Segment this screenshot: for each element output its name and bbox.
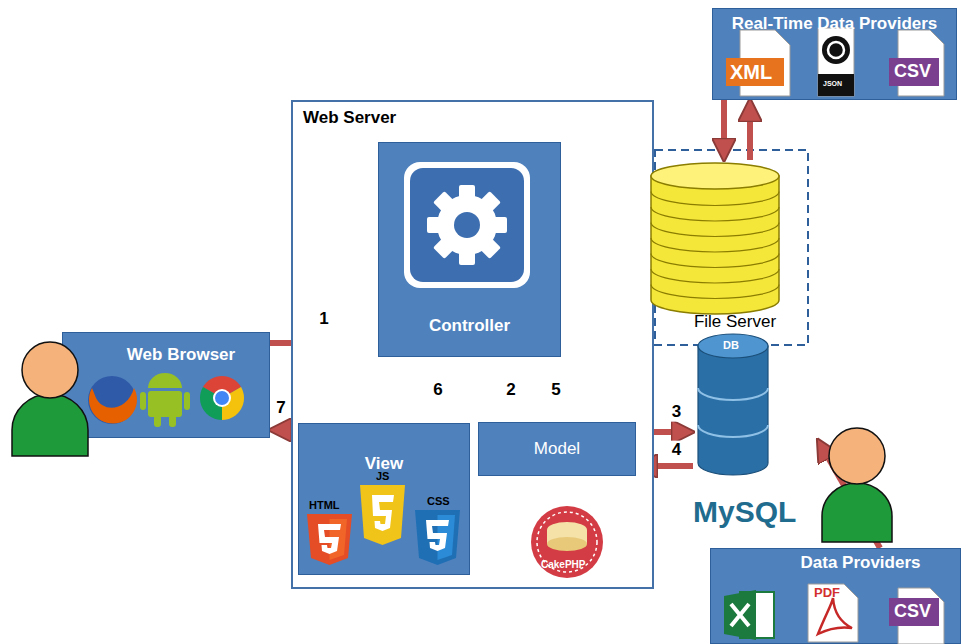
csv-file-icon	[889, 588, 944, 644]
node-title: Real-Time Data Providers	[732, 14, 938, 34]
tech-label: CSS	[427, 495, 450, 507]
excel-icon	[724, 590, 774, 640]
file-type-label: XML	[730, 61, 772, 83]
file-type-label: CSV	[894, 62, 931, 82]
callout-number: 3	[670, 403, 683, 422]
node-title: Data Providers	[801, 553, 921, 573]
flow-arrow	[721, 100, 727, 150]
database-cylinder: DB MySQL	[693, 333, 818, 533]
android-icon	[140, 373, 190, 427]
file-server-cylinder: File Server	[650, 160, 790, 338]
node-title: Controller	[429, 316, 510, 336]
flow-arrow	[747, 110, 753, 160]
tech-label: HTML	[309, 499, 340, 511]
logo-text: CakePHP	[541, 559, 585, 570]
cylinder-outline	[650, 160, 790, 338]
pdf-file-icon	[808, 584, 858, 642]
cakephp-logo	[531, 506, 603, 578]
callout-number: 7	[274, 399, 287, 418]
css3-shield	[415, 510, 460, 565]
flow-arrow	[823, 448, 880, 548]
user-figure	[12, 342, 88, 456]
callout-number: 5	[549, 380, 562, 399]
file-type-label: CSV	[894, 602, 931, 622]
js-shield	[360, 485, 405, 545]
json-icon	[818, 28, 854, 96]
firefox-icon	[88, 376, 137, 424]
file-type-label: JSON	[823, 80, 842, 88]
user-figure	[822, 428, 892, 542]
node-title: Web Server	[303, 108, 396, 128]
callout-number: 2	[504, 380, 517, 399]
node-title: Web Browser	[127, 345, 235, 365]
callout-number: 1	[317, 310, 330, 329]
xml-file-icon	[726, 30, 790, 96]
model-box: Model	[478, 422, 636, 476]
chrome-icon	[200, 376, 244, 420]
gear-icon	[404, 162, 530, 288]
node-title: Model	[534, 439, 580, 459]
csv-file-icon	[889, 30, 944, 96]
callout-number: 6	[431, 381, 444, 400]
callout-number: 4	[670, 441, 683, 460]
server-container: Web ServerControllerModelView	[291, 100, 654, 589]
node-text: MySQL	[693, 495, 796, 529]
html5-shield	[307, 514, 352, 565]
controller-box: Controller	[378, 142, 561, 357]
browser-box: Web Browser	[62, 332, 270, 438]
node-title: File Server	[694, 312, 776, 332]
tech-label: JS	[376, 470, 389, 482]
node-title: DB	[723, 339, 739, 351]
file-type-label: PDF	[814, 586, 840, 600]
